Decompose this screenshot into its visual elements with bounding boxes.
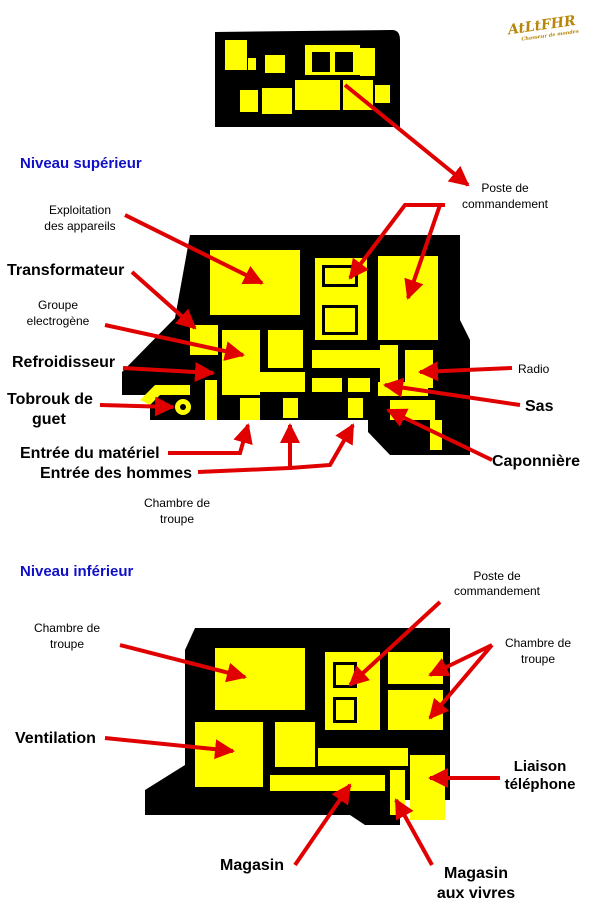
- label-groupe: Groupe: [38, 298, 78, 312]
- arrow-refroidisseur: [122, 362, 215, 382]
- label-tobrouk-2: guet: [32, 411, 66, 428]
- label-refroidisseur: Refroidisseur: [12, 354, 115, 371]
- label-vivres: Magasin: [444, 865, 508, 882]
- label-groupe-2: electrogène: [27, 314, 90, 328]
- lower-labels: Chambre de troupe Poste de commandement …: [15, 569, 575, 902]
- label-exploitation-2: des appareils: [44, 219, 115, 233]
- label-entree-hommes: Entrée des hommes: [40, 465, 192, 482]
- logo: AtLtFHR Chasseur de mondes: [505, 13, 579, 43]
- upper-level-title: Niveau supérieur: [20, 155, 142, 172]
- arrow-tobrouk: [99, 396, 175, 417]
- lower-level-plan: [145, 628, 450, 825]
- overview-plan: [215, 30, 400, 127]
- label-liaison: Liaison: [514, 758, 567, 775]
- label-tobrouk: Tobrouk de: [7, 391, 93, 408]
- label-chambre-left-2: troupe: [50, 637, 84, 651]
- label-chambre-upper: Chambre de: [144, 496, 210, 510]
- arrow-materiel: [168, 423, 253, 455]
- label-entree-materiel: Entrée du matériel: [20, 445, 160, 462]
- lower-level-title: Niveau inférieur: [20, 563, 134, 580]
- arrow-poste-1: [348, 203, 445, 280]
- label-caponniere: Caponnière: [492, 453, 580, 470]
- arrow-chambre-left: [119, 643, 247, 683]
- label-poste-upper-2: commandement: [462, 197, 549, 211]
- arrow-exploitation: [124, 213, 264, 285]
- label-ventilation: Ventilation: [15, 730, 96, 747]
- upper-labels: Exploitation des appareils Transformateu…: [7, 181, 580, 526]
- label-radio: Radio: [518, 362, 550, 376]
- label-liaison-2: téléphone: [505, 776, 576, 793]
- arrow-overview: [343, 83, 470, 187]
- arrow-hommes-2: [289, 423, 355, 470]
- arrow-transformateur: [130, 270, 197, 330]
- arrow-ventilation: [104, 736, 235, 760]
- arrow-chambre-right-1: [428, 643, 493, 677]
- label-chambre-right-2: troupe: [521, 652, 555, 666]
- arrow-chambre-right-2: [428, 643, 494, 720]
- arrow-radio: [418, 361, 513, 382]
- label-transformateur: Transformateur: [7, 262, 124, 279]
- label-exploitation: Exploitation: [49, 203, 111, 217]
- label-poste-upper: Poste de: [481, 181, 529, 195]
- lower-arrows: [104, 600, 500, 867]
- label-vivres-2: aux vivres: [437, 885, 515, 902]
- label-magasin: Magasin: [220, 857, 284, 874]
- arrow-groupe: [104, 323, 245, 361]
- arrow-poste-lower: [348, 600, 442, 687]
- label-sas: Sas: [525, 398, 554, 415]
- arrow-magasin: [293, 783, 352, 867]
- upper-arrows: [99, 83, 521, 474]
- label-chambre-upper-2: troupe: [160, 512, 194, 526]
- label-poste-lower: Poste de: [473, 569, 521, 583]
- arrow-poste-2: [404, 203, 445, 300]
- label-chambre-left: Chambre de: [34, 621, 100, 635]
- arrow-vivres: [394, 798, 434, 866]
- label-chambre-right: Chambre de: [505, 636, 571, 650]
- arrow-sas: [383, 377, 521, 407]
- label-poste-lower-2: commandement: [454, 584, 541, 598]
- arrow-caponniere: [386, 408, 493, 462]
